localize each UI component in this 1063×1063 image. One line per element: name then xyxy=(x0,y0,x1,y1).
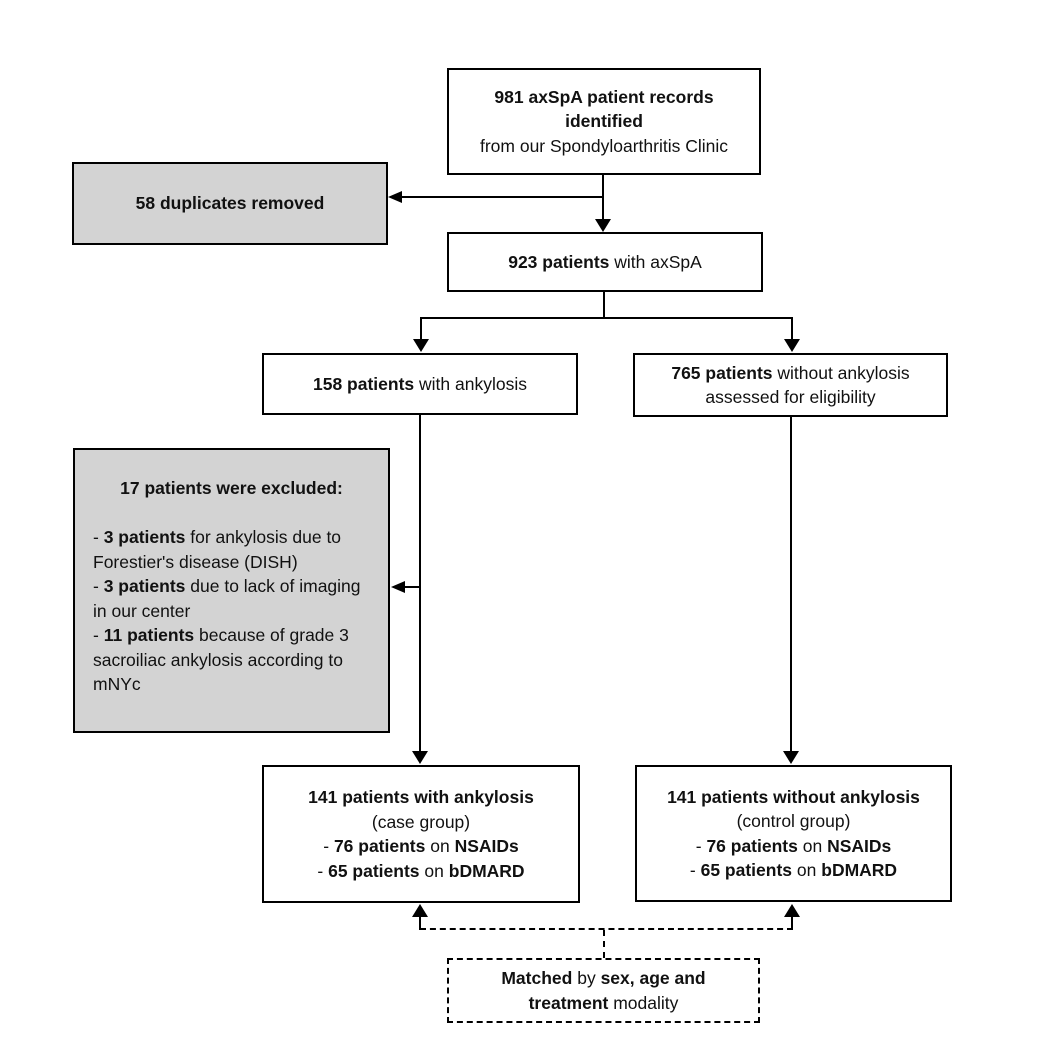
excluded-title: 17 patients were excluded: xyxy=(120,478,343,498)
arrowhead-down-icon xyxy=(595,219,611,232)
connector-split-left xyxy=(420,317,422,341)
connector-matched-dashed-vertical xyxy=(603,930,605,958)
patients-without-ankylosis-line2: assessed for eligibility xyxy=(705,387,876,407)
control-group-item: - 65 patients on bDMARD xyxy=(689,860,898,880)
box-duplicates-removed: 58 duplicates removed xyxy=(72,162,388,245)
control-group-item: - 76 patients on NSAIDs xyxy=(695,835,892,856)
arrowhead-left-icon xyxy=(388,191,402,203)
patients-without-ankylosis-line1: 765 patients without ankylosis xyxy=(671,362,910,383)
box-matched-criteria: Matched by sex, age and treatment modali… xyxy=(447,958,760,1023)
box-case-group: 141 patients with ankylosis (case group)… xyxy=(262,765,580,903)
excluded-item: - 3 patients due to lack of imaging in o… xyxy=(93,576,361,621)
case-group-item: - 76 patients on NSAIDs xyxy=(323,836,519,856)
connector-noankylosis-to-control xyxy=(790,417,792,752)
excluded-item: - 3 patients for ankylosis due to Forest… xyxy=(93,527,342,572)
box-records-identified: 981 axSpA patient records identified fro… xyxy=(447,68,761,175)
arrowhead-down-icon xyxy=(783,751,799,764)
connector-matched-dashed-horizontal xyxy=(420,928,793,930)
patients-with-ankylosis-text: 158 patients with ankylosis xyxy=(313,373,527,394)
matched-line1: Matched by sex, age and xyxy=(501,968,706,988)
box-patients-without-ankylosis: 765 patients without ankylosis assessed … xyxy=(633,353,948,417)
connector-branch-to-excluded xyxy=(404,586,420,588)
arrowhead-down-icon xyxy=(412,751,428,764)
box-control-group: 141 patients without ankylosis (control … xyxy=(635,765,952,902)
duplicates-removed-text: 58 duplicates removed xyxy=(135,193,325,214)
box-patients-excluded: 17 patients were excluded: - 3 patients … xyxy=(73,448,390,733)
matched-line2: treatment modality xyxy=(528,992,679,1013)
case-group-title: 141 patients with ankylosis xyxy=(308,787,534,807)
connector-branch-to-duplicates xyxy=(401,196,604,198)
box-patients-axspa: 923 patients with axSpA xyxy=(447,232,763,292)
patients-axspa-text: 923 patients with axSpA xyxy=(508,251,702,272)
connector-identified-to-axspa xyxy=(602,175,604,221)
connector-ankylosis-to-case xyxy=(419,415,421,752)
records-identified-line3: from our Spondyloarthritis Clinic xyxy=(479,135,728,156)
control-group-subtitle: (control group) xyxy=(736,811,851,831)
arrowhead-left-icon xyxy=(391,581,405,593)
control-group-title: 141 patients without ankylosis xyxy=(667,786,920,807)
records-identified-line2: identified xyxy=(565,111,643,132)
connector-matched-up-right xyxy=(791,917,793,930)
excluded-item: - 11 patients because of grade 3 sacroil… xyxy=(93,625,349,694)
arrowhead-up-icon xyxy=(784,904,800,917)
connector-matched-up-left xyxy=(419,917,421,930)
connector-split-right xyxy=(791,317,793,341)
arrowhead-up-icon xyxy=(412,904,428,917)
arrowhead-down-icon xyxy=(784,339,800,352)
arrowhead-down-icon xyxy=(413,339,429,352)
case-group-subtitle: (case group) xyxy=(371,811,471,832)
box-patients-with-ankylosis: 158 patients with ankylosis xyxy=(262,353,578,415)
records-identified-line1: 981 axSpA patient records xyxy=(494,86,714,107)
case-group-item: - 65 patients on bDMARD xyxy=(317,860,525,881)
connector-split-horizontal xyxy=(420,317,793,319)
connector-axspa-stub xyxy=(603,292,605,319)
